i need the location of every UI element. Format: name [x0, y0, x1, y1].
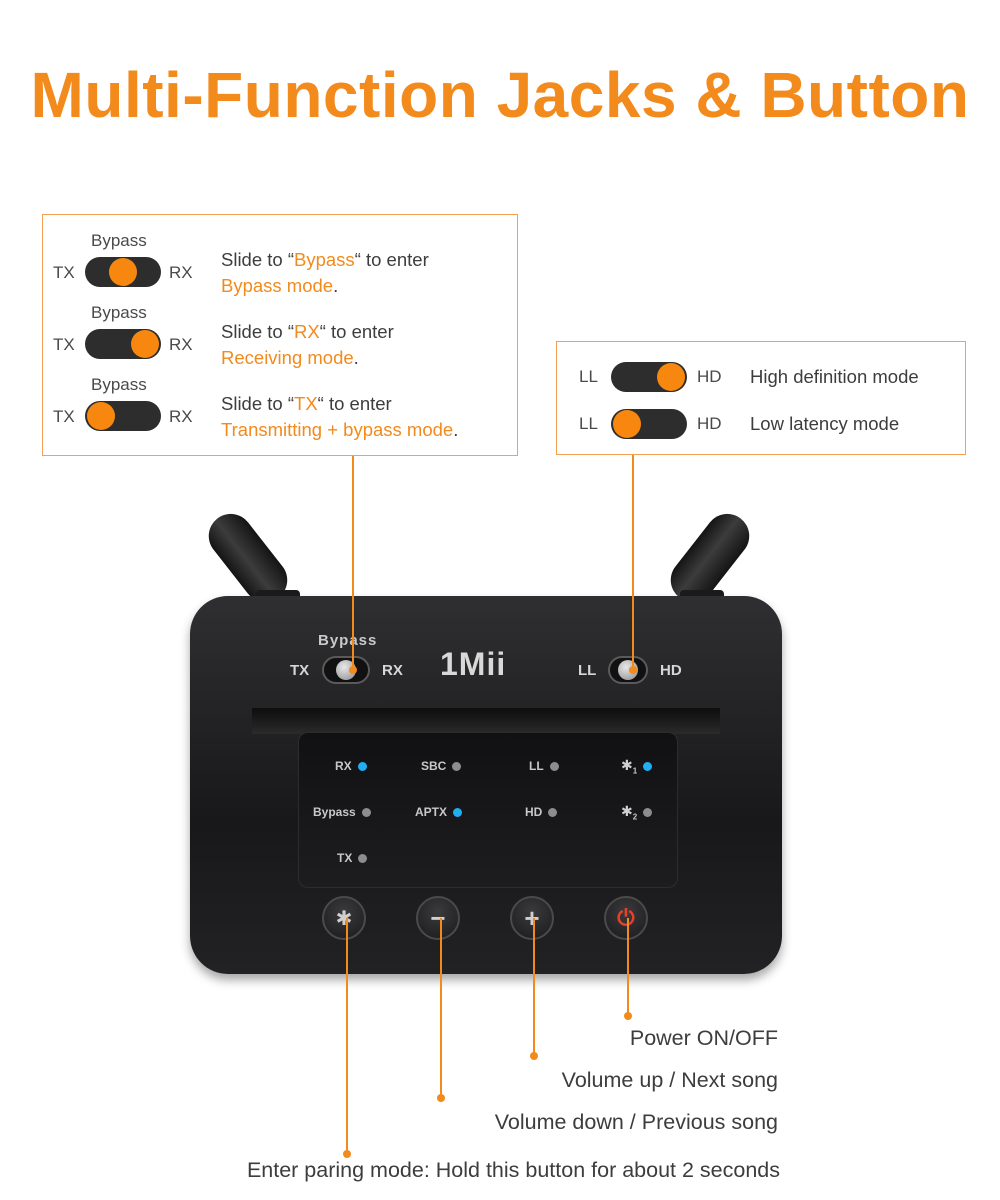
switch-left-label: TX: [53, 335, 75, 354]
mode-description: Slide to “Bypass“ to enter Bypass mode.: [221, 249, 429, 296]
codec-row-ll: LL HD Low latency mode: [557, 405, 965, 445]
leader-line-volume-up: [533, 918, 535, 1056]
plus-icon: +: [524, 902, 540, 933]
leader-dot-pair: [343, 1150, 351, 1158]
mode-row-rx: Bypass TX RX Slide to “RX“ to enter Rece…: [43, 303, 517, 369]
headline: Multi-Function Jacks & Button: [30, 59, 970, 131]
switch-knob: [109, 258, 137, 286]
leader-line-power: [627, 918, 629, 1016]
codec-switch-callout: LL HD High definition mode LL HD Low lat…: [556, 341, 966, 455]
switch-knob: [131, 330, 159, 358]
mode-description: Slide to “TX“ to enter Transmitting + by…: [221, 393, 459, 440]
leader-line-volume-down: [440, 918, 442, 1098]
switch-right-label: HD: [697, 367, 722, 386]
codec-description: High definition mode: [750, 366, 919, 387]
volume-down-button[interactable]: −: [416, 896, 460, 940]
device-tx-label: TX: [290, 662, 310, 679]
led-bt2: ✱2: [621, 803, 653, 821]
bluetooth-transceiver-device: Bypass TX RX 1Mii LL HD RX Bypass TX SBC…: [190, 596, 782, 974]
switch-top-label: Bypass: [91, 303, 147, 322]
switch-knob: [87, 402, 115, 430]
device-codec-switch[interactable]: [608, 656, 648, 684]
switch-left-label: TX: [53, 263, 75, 282]
device-bypass-label: Bypass: [318, 632, 378, 649]
switch-left-label: LL: [579, 367, 598, 386]
minus-icon: −: [430, 902, 446, 933]
led-tx: TX: [337, 851, 368, 865]
switch-right-label: RX: [169, 335, 193, 354]
switch-right-label: RX: [169, 407, 193, 426]
switch-illustration: [85, 401, 161, 431]
mode-switch-callout: Bypass TX RX Slide to “Bypass“ to enter …: [42, 214, 518, 456]
led-sbc: SBC: [421, 759, 462, 773]
switch-top-label: Bypass: [91, 231, 147, 250]
switch-right-label: RX: [169, 263, 193, 282]
device-ll-label: LL: [578, 662, 597, 679]
led-ll: LL: [529, 759, 559, 773]
power-icon: ⏻: [617, 905, 635, 930]
switch-right-label: HD: [697, 414, 722, 433]
led-bypass: Bypass: [313, 805, 371, 819]
leader-dot-mode: [349, 666, 357, 674]
switch-knob: [613, 410, 641, 438]
device-mode-switch[interactable]: [322, 656, 370, 684]
leader-line-codec: [632, 455, 634, 669]
switch-left-label: TX: [53, 407, 75, 426]
led-aptx: APTX: [415, 805, 463, 819]
bluetooth-icon: ✱: [335, 907, 353, 930]
device-bevel: [252, 708, 720, 734]
led-panel: RX Bypass TX SBC APTX LL HD ✱1 ✱2: [298, 732, 678, 888]
codec-row-hd: LL HD High definition mode: [557, 358, 965, 398]
switch-illustration: [85, 329, 161, 359]
leader-line-mode: [352, 456, 354, 670]
leader-dot-volume-down: [437, 1094, 445, 1102]
brand-logo: 1Mii: [440, 646, 507, 682]
codec-description: Low latency mode: [750, 413, 900, 434]
led-bt1: ✱1: [621, 757, 653, 775]
leader-dot-codec: [629, 666, 637, 674]
leader-dot-volume-up: [530, 1052, 538, 1060]
device-rx-label: RX: [382, 662, 403, 679]
caption-volume-down: Volume down / Previous song: [494, 1110, 778, 1134]
bluetooth-icon: ✱: [621, 757, 633, 773]
switch-left-label: LL: [579, 414, 598, 433]
leader-dot-power: [624, 1012, 632, 1020]
mode-row-bypass: Bypass TX RX Slide to “Bypass“ to enter …: [43, 231, 517, 297]
led-rx: RX: [335, 759, 367, 773]
switch-top-label: Bypass: [91, 375, 147, 394]
leader-line-pair: [346, 918, 348, 1154]
mode-row-tx: Bypass TX RX Slide to “TX“ to enter Tran…: [43, 375, 517, 441]
switch-illustration: [611, 409, 687, 439]
switch-knob: [657, 363, 685, 391]
mode-description: Slide to “RX“ to enter Receiving mode.: [221, 321, 394, 368]
led-hd: HD: [525, 805, 558, 819]
switch-illustration: [85, 257, 161, 287]
device-hd-label: HD: [660, 662, 682, 679]
bluetooth-pair-button[interactable]: ✱: [322, 896, 366, 940]
caption-pairing: Enter paring mode: Hold this button for …: [246, 1158, 780, 1182]
power-button[interactable]: ⏻: [604, 896, 648, 940]
volume-up-button[interactable]: +: [510, 896, 554, 940]
bluetooth-icon: ✱: [621, 803, 633, 819]
switch-illustration: [611, 362, 687, 392]
caption-power: Power ON/OFF: [629, 1026, 778, 1050]
caption-volume-up: Volume up / Next song: [561, 1068, 778, 1092]
